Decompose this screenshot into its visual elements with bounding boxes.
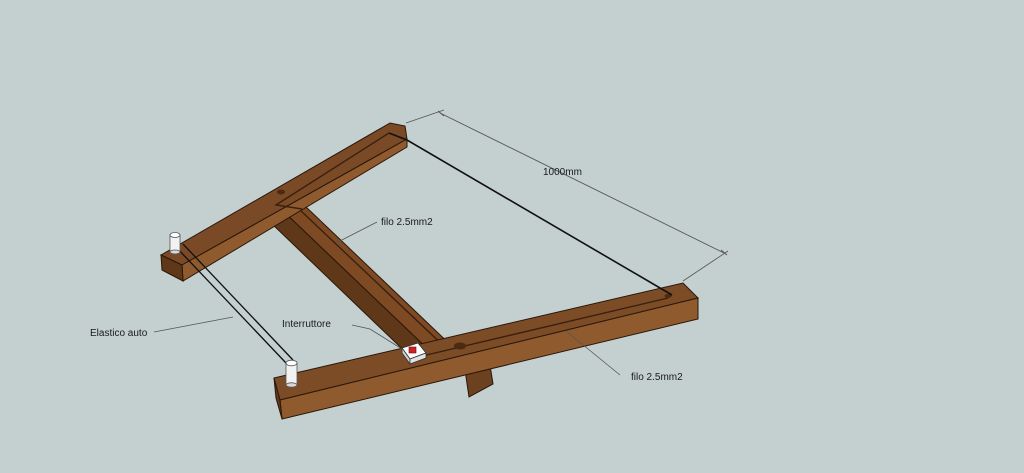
top-bar-front bbox=[181, 138, 408, 282]
bottom-bar-front bbox=[279, 297, 699, 420]
switch bbox=[401, 342, 427, 366]
leader-wire-center bbox=[335, 221, 378, 244]
elastic-band bbox=[175, 243, 294, 364]
leader-elastic bbox=[153, 316, 234, 333]
wire-label-bottom: filo 2.5mm2 bbox=[631, 372, 683, 383]
dimension-annotation bbox=[405, 109, 729, 282]
wire-label-center: filo 2.5mm2 bbox=[381, 217, 433, 228]
bottom-bar-hole-left bbox=[454, 342, 466, 350]
top-bar-hole bbox=[277, 189, 285, 195]
peg-bottom bbox=[285, 359, 298, 388]
bottom-bar-end bbox=[273, 377, 283, 420]
center-bar-side bbox=[269, 209, 435, 367]
top-bar-groove bbox=[274, 132, 390, 210]
elastic-label: Elastico auto bbox=[90, 328, 148, 339]
leader-wire-bottom bbox=[565, 330, 621, 376]
switch-label: Interruttore bbox=[282, 319, 331, 330]
bottom-bar-hole-right bbox=[664, 294, 672, 298]
top-bar-end bbox=[160, 254, 184, 282]
top-bar bbox=[159, 122, 408, 282]
leader-switch bbox=[351, 324, 403, 350]
bottom-bar bbox=[273, 282, 699, 420]
peg-top bbox=[169, 232, 181, 255]
center-bar-groove bbox=[299, 209, 449, 351]
switch-button-icon bbox=[408, 346, 417, 354]
dimension-label: 1000mm bbox=[543, 167, 582, 178]
cutting-wire bbox=[388, 132, 673, 296]
